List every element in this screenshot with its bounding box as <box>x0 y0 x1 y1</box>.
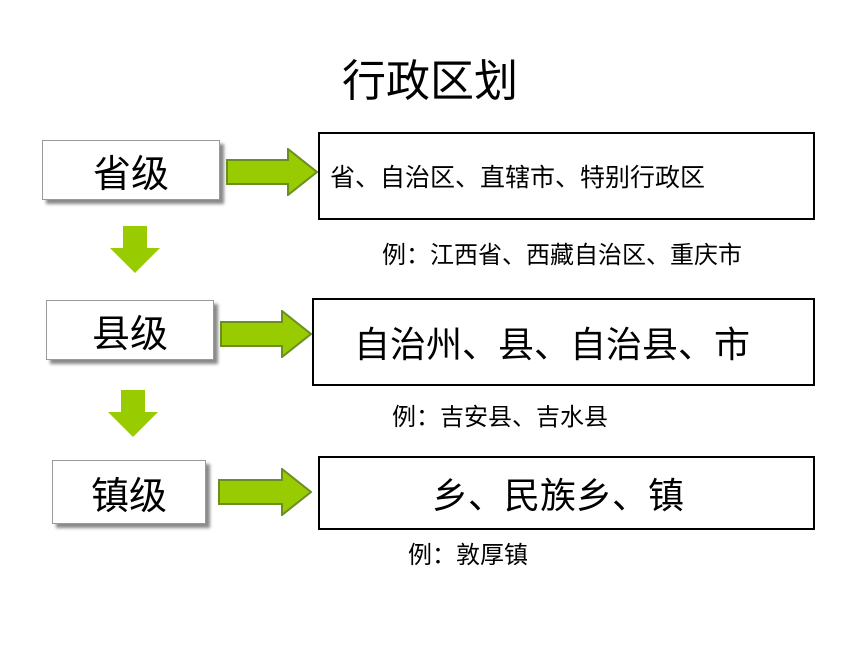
description-box-town: 乡、民族乡、镇 <box>318 456 815 530</box>
level-label: 县级 <box>91 311 168 356</box>
description-text: 省、自治区、直辖市、特别行政区 <box>330 163 706 192</box>
level-box-county: 县级 <box>46 300 214 360</box>
description-text: 自治州、县、自治县、市 <box>354 325 751 366</box>
example-text-province: 例：江西省、西藏自治区、重庆市 <box>382 241 742 269</box>
description-text: 乡、民族乡、镇 <box>432 476 685 517</box>
level-box-town: 镇级 <box>52 460 206 524</box>
description-box-province: 省、自治区、直辖市、特别行政区 <box>318 132 815 220</box>
level-label: 镇级 <box>90 473 167 518</box>
example-text-town: 例：敦厚镇 <box>408 541 528 569</box>
example-text-county: 例：吉安县、吉水县 <box>392 403 608 431</box>
diagram-title: 行政区划 <box>342 56 518 107</box>
down-arrow-icon <box>110 226 160 273</box>
description-box-county: 自治州、县、自治县、市 <box>312 298 815 386</box>
right-arrow-icon <box>226 148 318 196</box>
right-arrow-icon <box>218 468 312 516</box>
level-label: 省级 <box>92 151 169 196</box>
right-arrow-icon <box>220 310 312 358</box>
down-arrow-icon <box>108 390 158 437</box>
level-box-province: 省级 <box>42 140 220 200</box>
